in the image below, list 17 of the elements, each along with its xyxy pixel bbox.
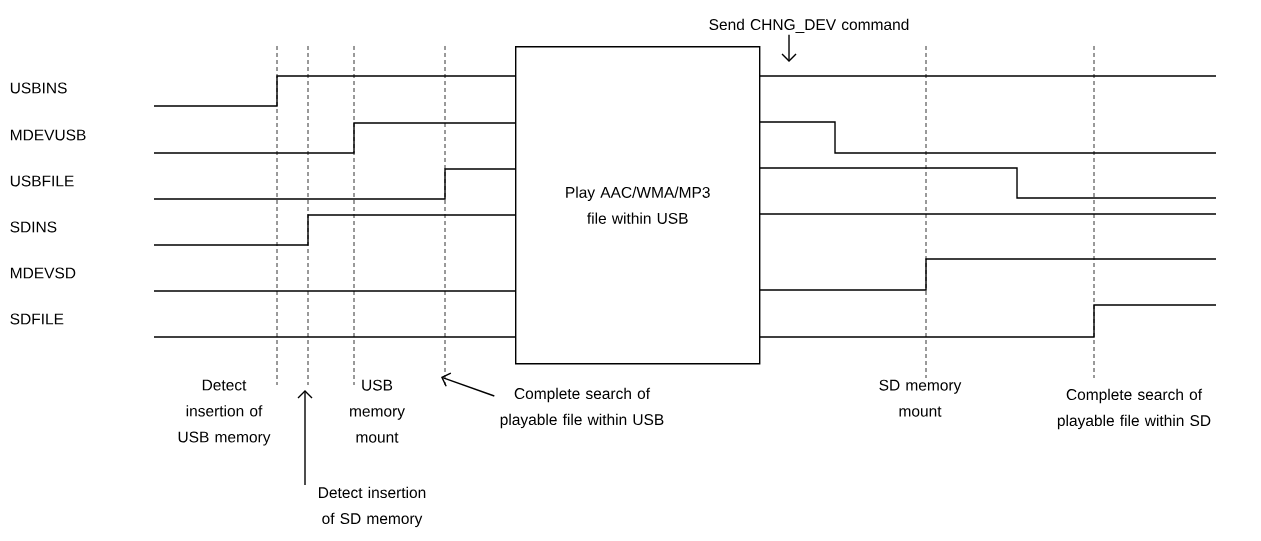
annotation-text: Detect insertion of SD memory: [319, 486, 426, 528]
annotation-text: Complete search of playable file within USB: [500, 387, 664, 429]
signal-name: USBFILE: [10, 175, 74, 187]
annotation-text: Send CHNG_DEV command: [709, 18, 909, 33]
event-label: Detect insertion of USB memory: [178, 379, 271, 446]
signal-name: SDFILE: [10, 313, 64, 325]
arrow: [297, 390, 313, 486]
signal-name: MDEVSD: [10, 267, 76, 279]
arrow: [441, 372, 495, 397]
event-label: USB memory mount: [350, 379, 405, 443]
signal-name: USBINS: [10, 82, 67, 94]
event-label: SD memory mount: [879, 379, 962, 417]
arrow: [781, 34, 797, 62]
signal-name: MDEVUSB: [10, 129, 86, 141]
signal-name: SDINS: [10, 221, 57, 233]
process-box: Play AAC/WMA/MP3 file within USB: [515, 46, 761, 365]
event-label: Complete search of playable file within SD: [1057, 388, 1211, 430]
